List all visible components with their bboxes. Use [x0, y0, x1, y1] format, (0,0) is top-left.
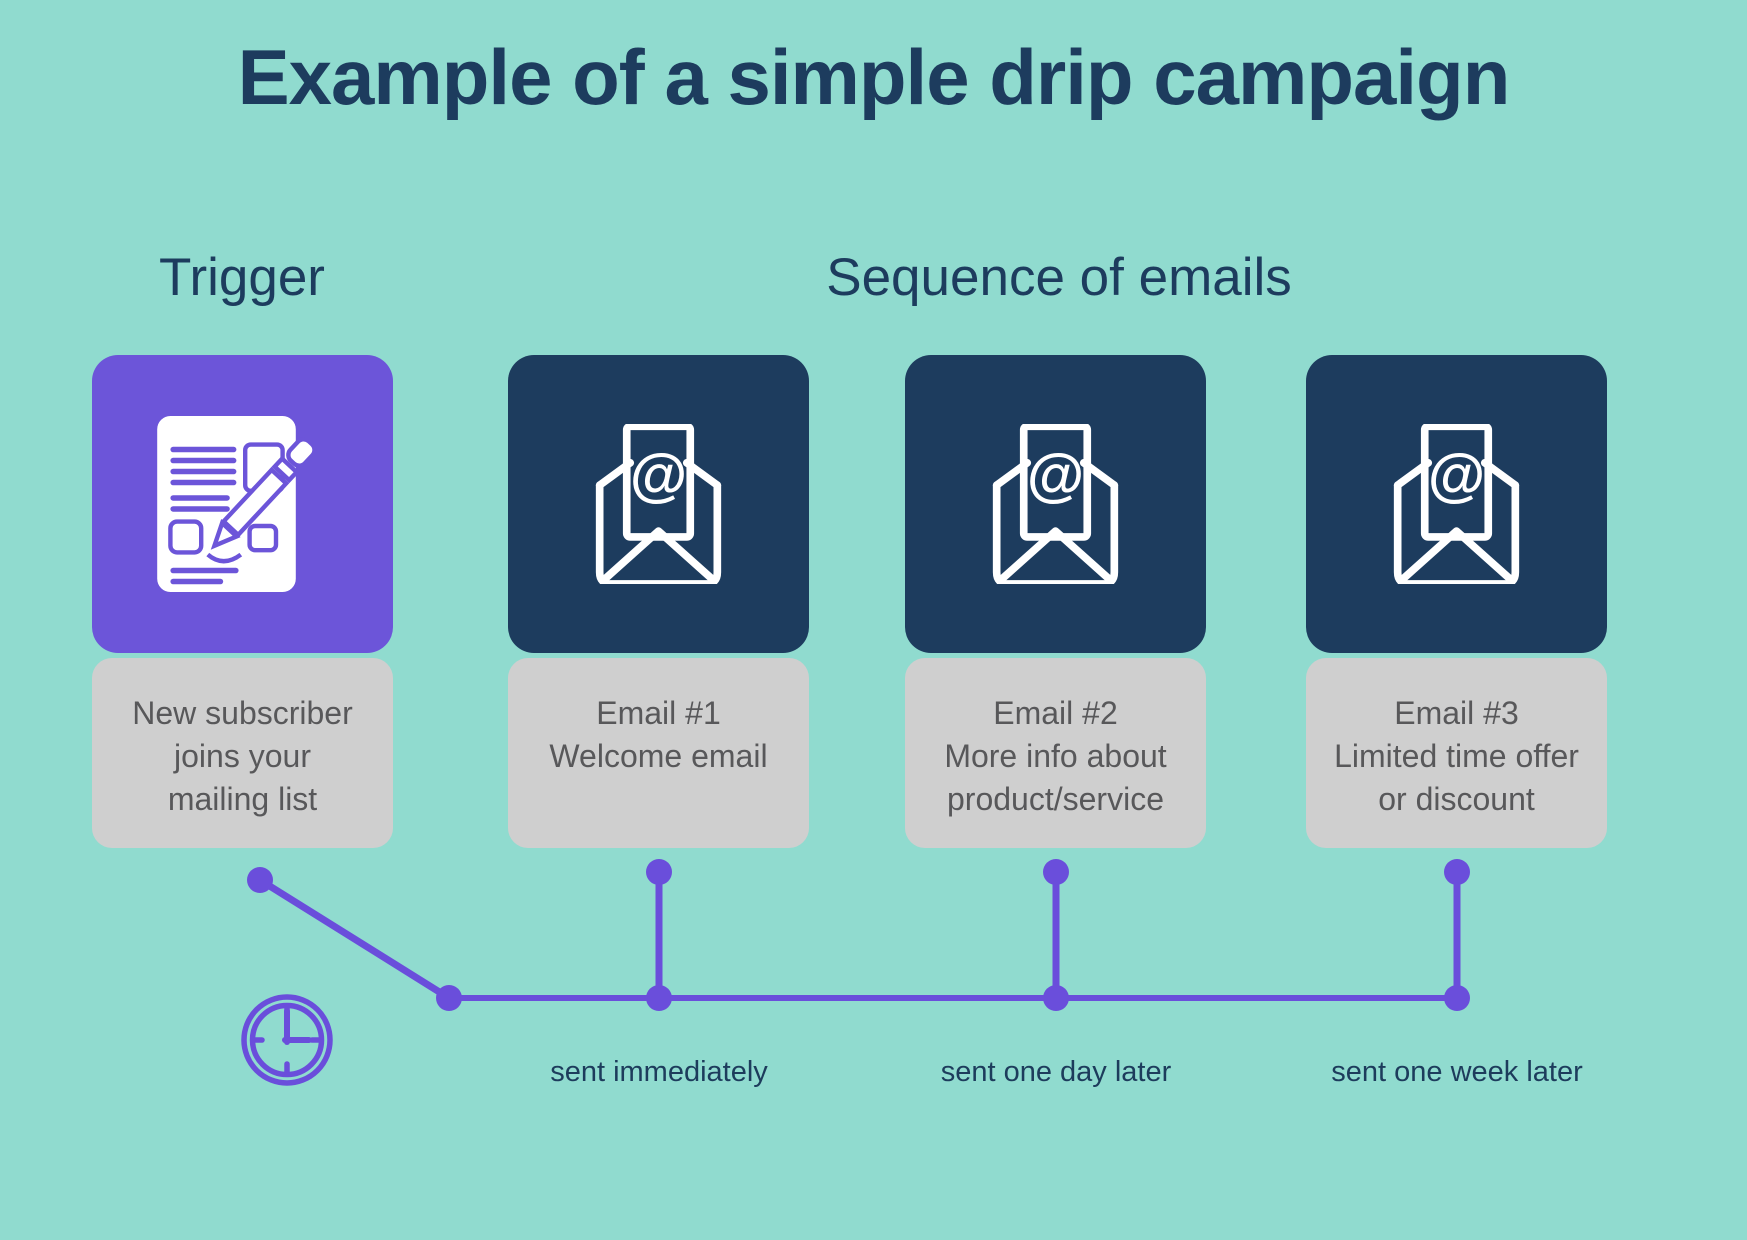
email-at-icon: @ — [992, 424, 1119, 584]
caption-line: Limited time offer — [1334, 738, 1579, 774]
section-label-sequence: Sequence of emails — [826, 248, 1292, 307]
email1-icon-box: @ — [508, 355, 809, 653]
timeline-dot-email1-axis — [646, 985, 672, 1011]
caption-line: Welcome email — [549, 738, 768, 774]
clock-icon — [241, 994, 333, 1086]
caption-box-trigger: New subscriber joins your mailing list — [92, 658, 393, 848]
timeline-dot-email2-axis — [1043, 985, 1069, 1011]
caption-line: product/service — [947, 781, 1164, 817]
caption-line: New subscriber — [132, 695, 353, 731]
section-label-trigger: Trigger — [159, 248, 325, 307]
timeline-dot-email1-top — [646, 859, 672, 885]
email2-icon-box: @ — [905, 355, 1206, 653]
sent-label-one-week: sent one week later — [1331, 1056, 1583, 1088]
caption-line: More info about — [944, 738, 1167, 774]
svg-text:@: @ — [630, 443, 687, 508]
sent-label-immediately: sent immediately — [550, 1056, 768, 1088]
timeline-dot-bend — [436, 985, 462, 1011]
timeline-dot-email3-top — [1444, 859, 1470, 885]
timeline-dot-email2-top — [1043, 859, 1069, 885]
timeline-dot-trigger — [247, 867, 273, 893]
timeline-dot-email3-axis — [1444, 985, 1470, 1011]
svg-text:@: @ — [1027, 443, 1084, 508]
caption-box-email1: Email #1 Welcome email — [508, 658, 809, 848]
signup-form-icon — [156, 416, 317, 592]
pencil-glyph — [210, 437, 317, 550]
email-at-icon: @ — [595, 424, 722, 584]
email-at-icon: @ — [1393, 424, 1520, 584]
caption-line: or discount — [1378, 781, 1535, 817]
caption-box-email3: Email #3 Limited time offer or discount — [1306, 658, 1607, 848]
caption-line: Email #1 — [596, 695, 721, 731]
caption-line: mailing list — [167, 781, 318, 817]
svg-text:@: @ — [1428, 443, 1485, 508]
sent-label-one-day: sent one day later — [940, 1056, 1172, 1088]
email3-icon-box: @ — [1306, 355, 1607, 653]
caption-line: Email #2 — [993, 695, 1118, 731]
page-title: Example of a simple drip campaign — [237, 33, 1511, 121]
trigger-icon-box — [92, 355, 393, 653]
caption-line: Email #3 — [1394, 695, 1519, 731]
caption-box-email2: Email #2 More info about product/service — [905, 658, 1206, 848]
caption-line: joins your — [174, 738, 311, 774]
timeline-diagonal-connector — [258, 877, 451, 1001]
